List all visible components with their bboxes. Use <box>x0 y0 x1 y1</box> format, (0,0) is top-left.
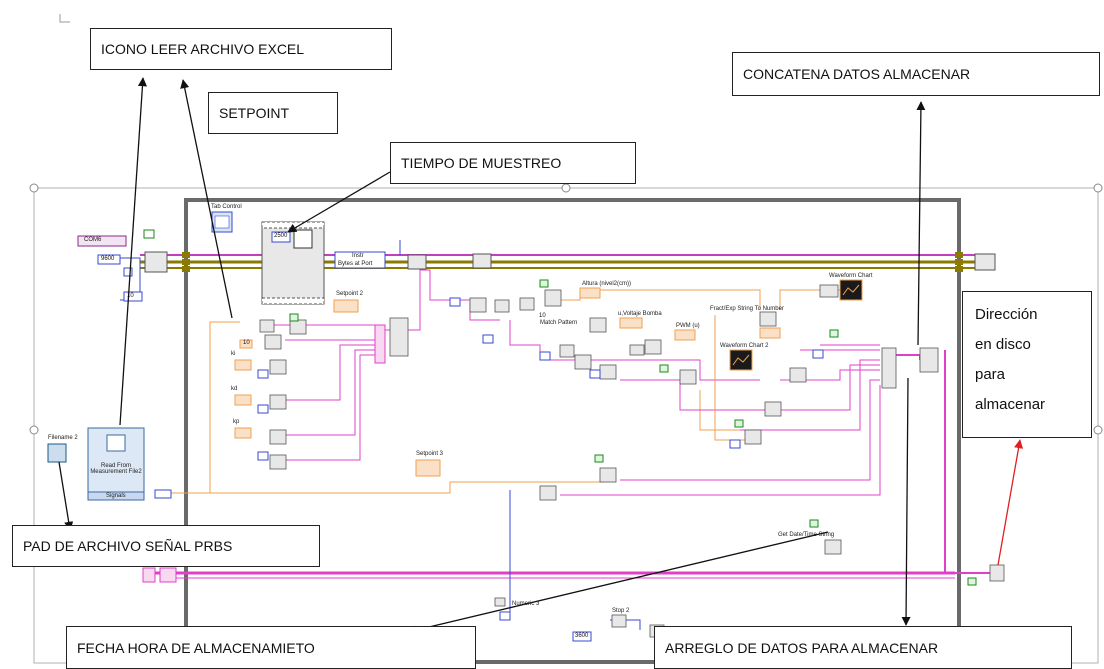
callout-tiempo-muestreo: TIEMPO DE MUESTREO <box>390 142 636 184</box>
setpoint2-label: Setpoint 2 <box>336 291 364 297</box>
sequence-frame <box>261 221 325 305</box>
filename2-label: Filename 2 <box>48 435 78 441</box>
tab-control-icon <box>211 211 233 233</box>
visa-instr-label: Instr <box>352 253 364 259</box>
waveform-chart-label: Waveform Chart <box>829 273 873 279</box>
altura-label: Altura (nivel2(cm)) <box>582 281 632 287</box>
callout-fecha-hora: FECHA HORA DE ALMACENAMIETO <box>66 626 476 669</box>
constant-10-a: 10 <box>243 340 250 346</box>
disk-address-arrow <box>997 439 1024 566</box>
stop2-label: Stop 2 <box>612 608 630 614</box>
bytes-at-port-label: Bytes at Port <box>338 261 373 267</box>
kd-label: kd <box>231 386 238 392</box>
read-measurement-file-vi <box>47 427 145 501</box>
callout-pad-archivo: PAD DE ARCHIVO SEÑAL PRBS <box>12 525 320 567</box>
loop-tunnels <box>182 252 963 272</box>
callout-arrows <box>58 77 926 635</box>
while-loop <box>184 198 961 664</box>
callout-icono-leer-excel: ICONO LEER ARCHIVO EXCEL <box>90 28 392 70</box>
callout-arreglo-datos: ARREGLO DE DATOS PARA ALMACENAR <box>654 626 1072 669</box>
pink-array-nodes <box>142 324 386 583</box>
timeout-value: 10 <box>127 293 134 299</box>
pwm-label: PWM (u) <box>676 323 700 329</box>
match-pattern-label: Match Pattern <box>540 320 578 326</box>
constant-10-b: 10 <box>539 313 546 319</box>
callout-setpoint: SETPOINT <box>208 92 338 134</box>
selection-frame <box>29 156 1103 664</box>
callout-direccion-disco: Dirección en disco para almacenar <box>962 291 1092 438</box>
function-nodes <box>259 284 1005 638</box>
voltaje-label: u,Voltaje Bomba <box>618 311 662 317</box>
get-datetime-label: Get Date/Time String <box>778 532 835 538</box>
setpoint3-label: Setpoint 3 <box>416 451 444 457</box>
waveform-chart-icons <box>729 279 863 371</box>
visa-read-node <box>334 251 996 271</box>
kp-label: kp <box>233 419 240 425</box>
numeric-indicators <box>234 287 781 477</box>
read-file-label: Read From Measurement File2 <box>90 463 142 475</box>
baud-rate-value: 9600 <box>101 256 115 262</box>
numeric3-label: Numeric 3 <box>512 601 540 607</box>
corner-mark <box>59 14 70 23</box>
constant-3600: 3600 <box>575 633 589 639</box>
visa-config-node <box>77 229 168 302</box>
boolean-constants <box>289 279 977 586</box>
signals-label: Signals <box>106 493 126 499</box>
com-port-label: COM6 <box>84 237 102 243</box>
ki-label: ki <box>231 351 236 357</box>
blue-constants <box>154 297 824 642</box>
waveform-chart2-label: Waveform Chart 2 <box>720 343 769 349</box>
tab-control-label: Tab Control <box>211 204 242 210</box>
wait-ms-value: 2500 <box>274 233 288 239</box>
callout-concatena: CONCATENA DATOS ALMACENAR <box>732 52 1100 96</box>
fract-exp-label: Fract/Exp String To Number <box>710 306 784 312</box>
